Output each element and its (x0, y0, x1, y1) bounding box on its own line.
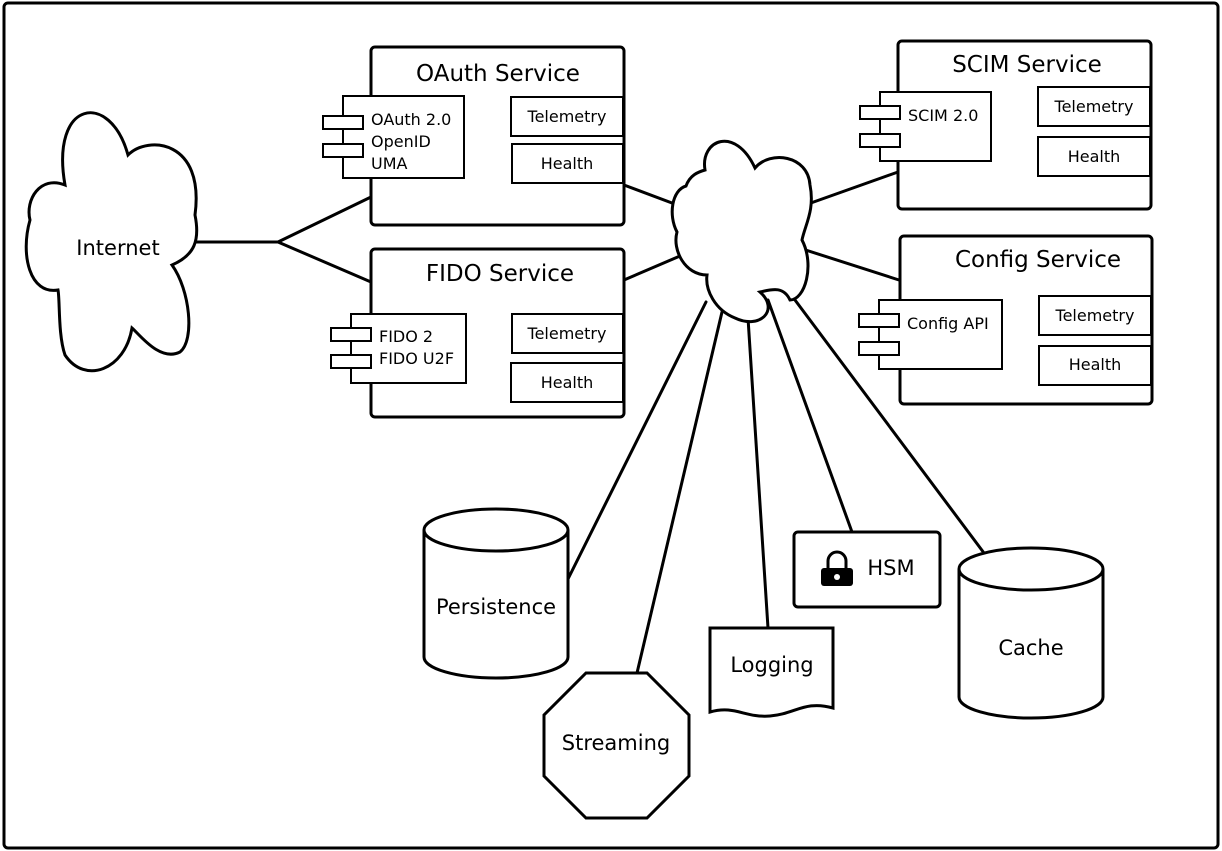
oauth-telemetry-box (510, 96, 624, 137)
streaming-connector (635, 310, 724, 675)
hsm-box (792, 530, 942, 609)
persistence-connector (563, 300, 708, 587)
internet-connector (191, 195, 373, 284)
scim-telemetry-label: Telemetry (1054, 97, 1134, 116)
fido-component: FIDO 2 FIDO U2F (330, 313, 467, 384)
fido-telemetry-label: Telemetry (527, 324, 607, 343)
streaming-store: Streaming (542, 671, 691, 820)
config-connector (788, 243, 901, 282)
config-component-line-1: Config API (907, 314, 989, 333)
cache-label: Cache (998, 636, 1063, 660)
scim-connector (806, 170, 900, 206)
scim-telemetry-box (1037, 86, 1151, 127)
config-service-title: Config Service (955, 247, 1121, 273)
oauth-connector (622, 183, 682, 208)
oauth-component: OAuth 2.0 OpenID UMA (322, 95, 465, 179)
logging-store: Logging (708, 626, 835, 718)
scim-component: SCIM 2.0 (859, 91, 992, 162)
connectors (191, 170, 986, 675)
fido-health-box (510, 362, 624, 403)
fido-service: FIDO Service FIDO 2 FIDO U2F Telemetry H… (330, 247, 626, 419)
persistence-store: Persistence (422, 507, 570, 680)
scim-health-label: Health (1068, 147, 1121, 166)
internet-label: Internet (76, 236, 159, 260)
cache-store: Cache (957, 546, 1105, 720)
oauth-service-title: OAuth Service (416, 61, 580, 87)
scim-component-line-1: SCIM 2.0 (908, 106, 978, 125)
network-cloud (670, 139, 813, 324)
oauth-health-box (511, 143, 624, 184)
cache-connector (790, 294, 986, 555)
fido-health-label: Health (541, 373, 594, 392)
persistence-label: Persistence (436, 595, 556, 619)
config-component: Config API (858, 299, 1003, 370)
logging-label: Logging (730, 653, 813, 677)
hsm-store: HSM (792, 530, 942, 609)
scim-service: SCIM Service SCIM 2.0 Telemetry Health (859, 39, 1153, 211)
internet-cloud: Internet (24, 111, 199, 373)
hsm-label: HSM (867, 556, 914, 580)
scim-service-title: SCIM Service (952, 52, 1102, 78)
oauth-service: OAuth Service OAuth 2.0 OpenID UMA Telem… (322, 45, 626, 227)
hsm-connector (766, 298, 854, 534)
config-service: Config Service Config API Telemetry Heal… (858, 234, 1154, 406)
logging-connector (746, 316, 770, 630)
fido-component-line-1: FIDO 2 (379, 327, 433, 346)
lock-icon (821, 550, 853, 586)
fido-service-title: FIDO Service (426, 261, 574, 287)
oauth-component-line-1: OAuth 2.0 (371, 110, 451, 129)
fido-telemetry-box (511, 313, 624, 354)
oauth-component-line-2: OpenID (371, 132, 431, 151)
streaming-label: Streaming (562, 731, 670, 755)
config-health-label: Health (1069, 355, 1122, 374)
oauth-component-line-3: UMA (371, 154, 408, 173)
oauth-health-label: Health (541, 154, 594, 173)
oauth-telemetry-label: Telemetry (527, 107, 607, 126)
scim-health-box (1037, 136, 1151, 177)
config-telemetry-box (1038, 295, 1152, 336)
fido-connector (622, 254, 682, 282)
fido-component-line-2: FIDO U2F (379, 349, 454, 368)
config-health-box (1038, 345, 1152, 386)
config-telemetry-label: Telemetry (1055, 306, 1135, 325)
